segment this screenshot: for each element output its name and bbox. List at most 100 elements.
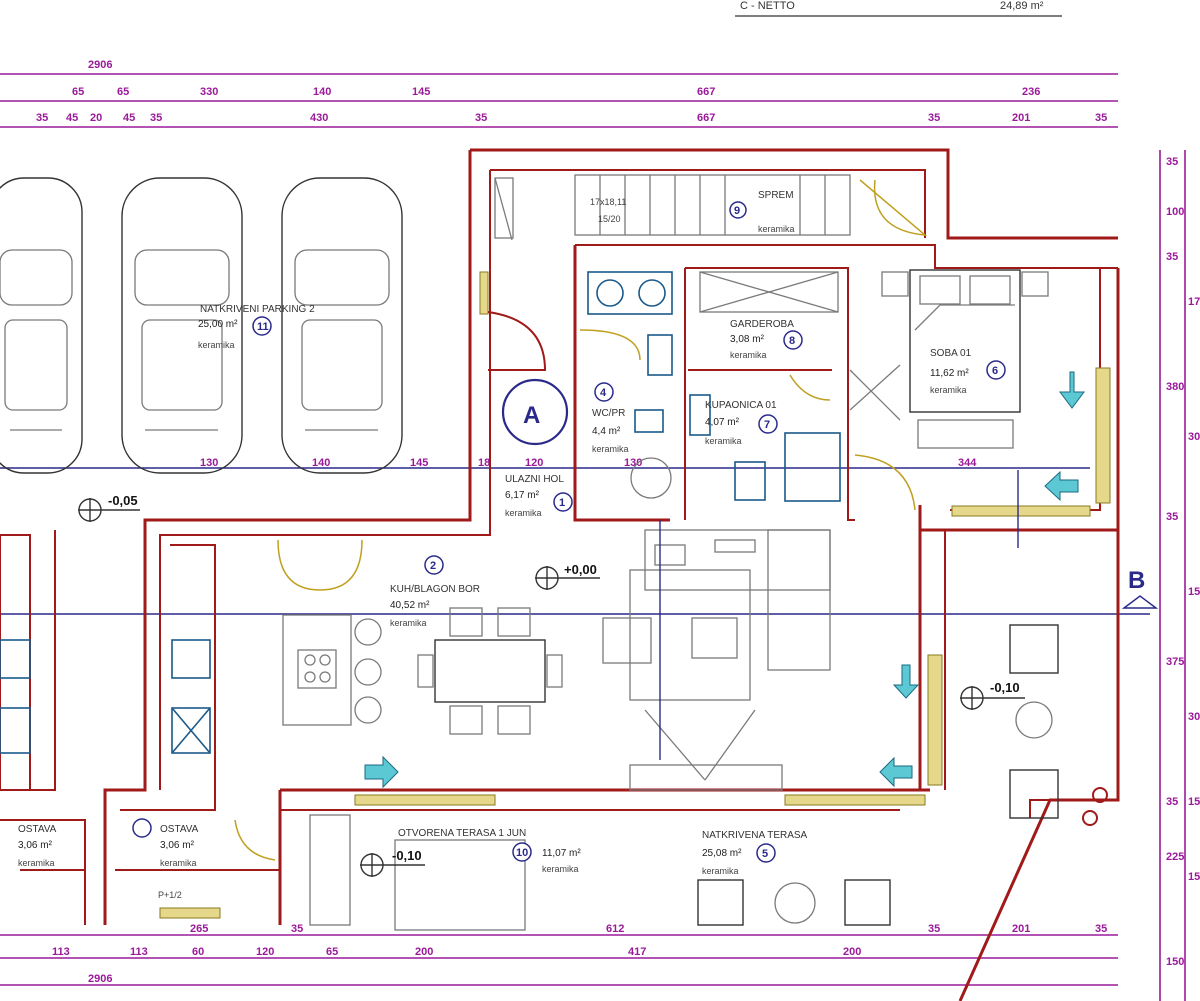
dim-right-11: 150 xyxy=(1188,796,1200,808)
level-value: -0,10 xyxy=(392,848,422,863)
room-material: keramika xyxy=(592,444,629,454)
arrow-icon xyxy=(364,755,399,789)
room-name: OSTAVA xyxy=(160,824,199,835)
living-furniture xyxy=(282,529,831,791)
room-name: NATKRIVENA TERASA xyxy=(702,830,808,841)
level-value: -0,05 xyxy=(108,493,138,508)
room-area: 25,08 m² xyxy=(702,848,742,859)
room-number-badge xyxy=(424,555,444,575)
room-name: GARDEROBA xyxy=(730,319,794,330)
level-markers: -0,05 +0,00 -0,10 -0,10 xyxy=(78,493,1025,877)
stair-spec: 15/20 xyxy=(598,214,621,224)
room-number: 5 xyxy=(762,848,768,860)
round-rug xyxy=(630,457,672,499)
room-area: 11,07 m² xyxy=(542,848,581,859)
dim-right-8: 375 xyxy=(1166,656,1184,668)
dim-bottom-total: 2906 xyxy=(88,973,112,985)
sink xyxy=(647,334,673,376)
door-swing xyxy=(579,329,641,361)
misc-label: P+1/2 xyxy=(158,890,182,900)
dim-bot1-1: 113 xyxy=(130,946,148,958)
dim-top2-0: 35 xyxy=(36,112,48,124)
room-number: 7 xyxy=(764,419,770,431)
room-name: OSTAVA xyxy=(18,824,57,835)
dim-right-6: 35 xyxy=(1166,511,1178,523)
dim-right-9: 300 xyxy=(1188,711,1200,723)
dim-right-0: 35 xyxy=(1166,156,1178,168)
entrance-marker-letter: A xyxy=(523,402,540,429)
dim-mid-1: 140 xyxy=(312,457,330,469)
room-name: KUPAONICA 01 xyxy=(705,400,777,411)
dim-bot1-0: 113 xyxy=(52,946,70,958)
room-area: 25,00 m² xyxy=(198,319,238,330)
dim-top-total: 2906 xyxy=(88,59,112,71)
room-number-badge xyxy=(512,842,532,862)
dim-mid-4: 120 xyxy=(525,457,543,469)
room-area: 3,06 m² xyxy=(18,840,53,851)
room-number: 1 xyxy=(559,497,565,509)
dim-top1-2: 330 xyxy=(200,86,218,98)
room-number: 8 xyxy=(789,335,795,347)
car-icon xyxy=(121,177,243,474)
top-dimension-lines: 2906 65 65 330 140 145 667 236 35 45 20 … xyxy=(0,59,1118,128)
dim-bot1-4: 35 xyxy=(291,923,303,935)
terrace-furniture xyxy=(309,624,1108,931)
room-area: 6,17 m² xyxy=(505,490,540,501)
dim-top1-6: 236 xyxy=(1022,86,1040,98)
room-number-badge xyxy=(252,316,272,336)
dim-right-14: 150 xyxy=(1166,956,1184,968)
dim-right-5: 300 xyxy=(1188,431,1200,443)
room-area: 4,4 m² xyxy=(592,426,621,437)
window xyxy=(1095,367,1111,504)
dim-top1-4: 145 xyxy=(412,86,430,98)
dim-top2-8: 35 xyxy=(928,112,940,124)
washer-dryer xyxy=(587,271,673,315)
door-swing xyxy=(234,819,276,861)
storage-shelves xyxy=(0,639,211,754)
level-value: +0,00 xyxy=(564,562,597,577)
room-number: 2 xyxy=(430,560,436,572)
room-material: keramika xyxy=(702,866,739,876)
dim-top1-5: 667 xyxy=(697,86,715,98)
dim-right-2: 35 xyxy=(1166,251,1178,263)
level-value: -0,10 xyxy=(990,680,1020,695)
room-name: ULAZNI HOL xyxy=(505,474,564,485)
room-area: 3,08 m² xyxy=(730,334,765,345)
car-icon xyxy=(281,177,403,474)
room-number: 11 xyxy=(257,321,269,333)
room-name: KUH/BLAGON BOR xyxy=(390,584,480,595)
room-name: SOBA 01 xyxy=(930,348,972,359)
level-marker: -0,10 xyxy=(960,680,1025,710)
room-number: 4 xyxy=(600,387,607,399)
dim-top2-4: 35 xyxy=(150,112,162,124)
room-material: keramika xyxy=(160,858,197,868)
window xyxy=(159,907,221,919)
header-value: 24,89 m² xyxy=(1000,0,1044,12)
room-name: SPREM xyxy=(758,190,794,201)
room-number-badge xyxy=(986,360,1006,380)
dim-right-7: 150 xyxy=(1188,586,1200,598)
room-material: keramika xyxy=(390,618,427,628)
kitchen-island xyxy=(282,614,352,726)
dim-top2-9: 201 xyxy=(1012,112,1030,124)
dim-bot1-5: 65 xyxy=(326,946,338,958)
dim-bot1-10: 201 xyxy=(1012,923,1030,935)
entry-arrows xyxy=(364,371,1085,789)
dim-bot1-8: 200 xyxy=(843,946,861,958)
dim-top2-2: 20 xyxy=(90,112,102,124)
sink xyxy=(689,394,711,436)
dim-top2-5: 430 xyxy=(310,112,328,124)
room-number-badge xyxy=(132,818,152,838)
dim-right-12: 225 xyxy=(1166,851,1184,863)
window xyxy=(951,505,1091,517)
arrow-icon xyxy=(1059,371,1085,409)
dim-top1-0: 65 xyxy=(72,86,84,98)
dim-bot1-11: 35 xyxy=(1095,923,1107,935)
door-swing xyxy=(859,179,928,236)
room-material: keramika xyxy=(758,224,795,234)
room-name: NATKRIVENI PARKING 2 xyxy=(200,304,315,315)
room-number: 10 xyxy=(516,847,528,859)
door-swing xyxy=(277,539,321,591)
header-label: C - NETTO xyxy=(740,0,795,12)
